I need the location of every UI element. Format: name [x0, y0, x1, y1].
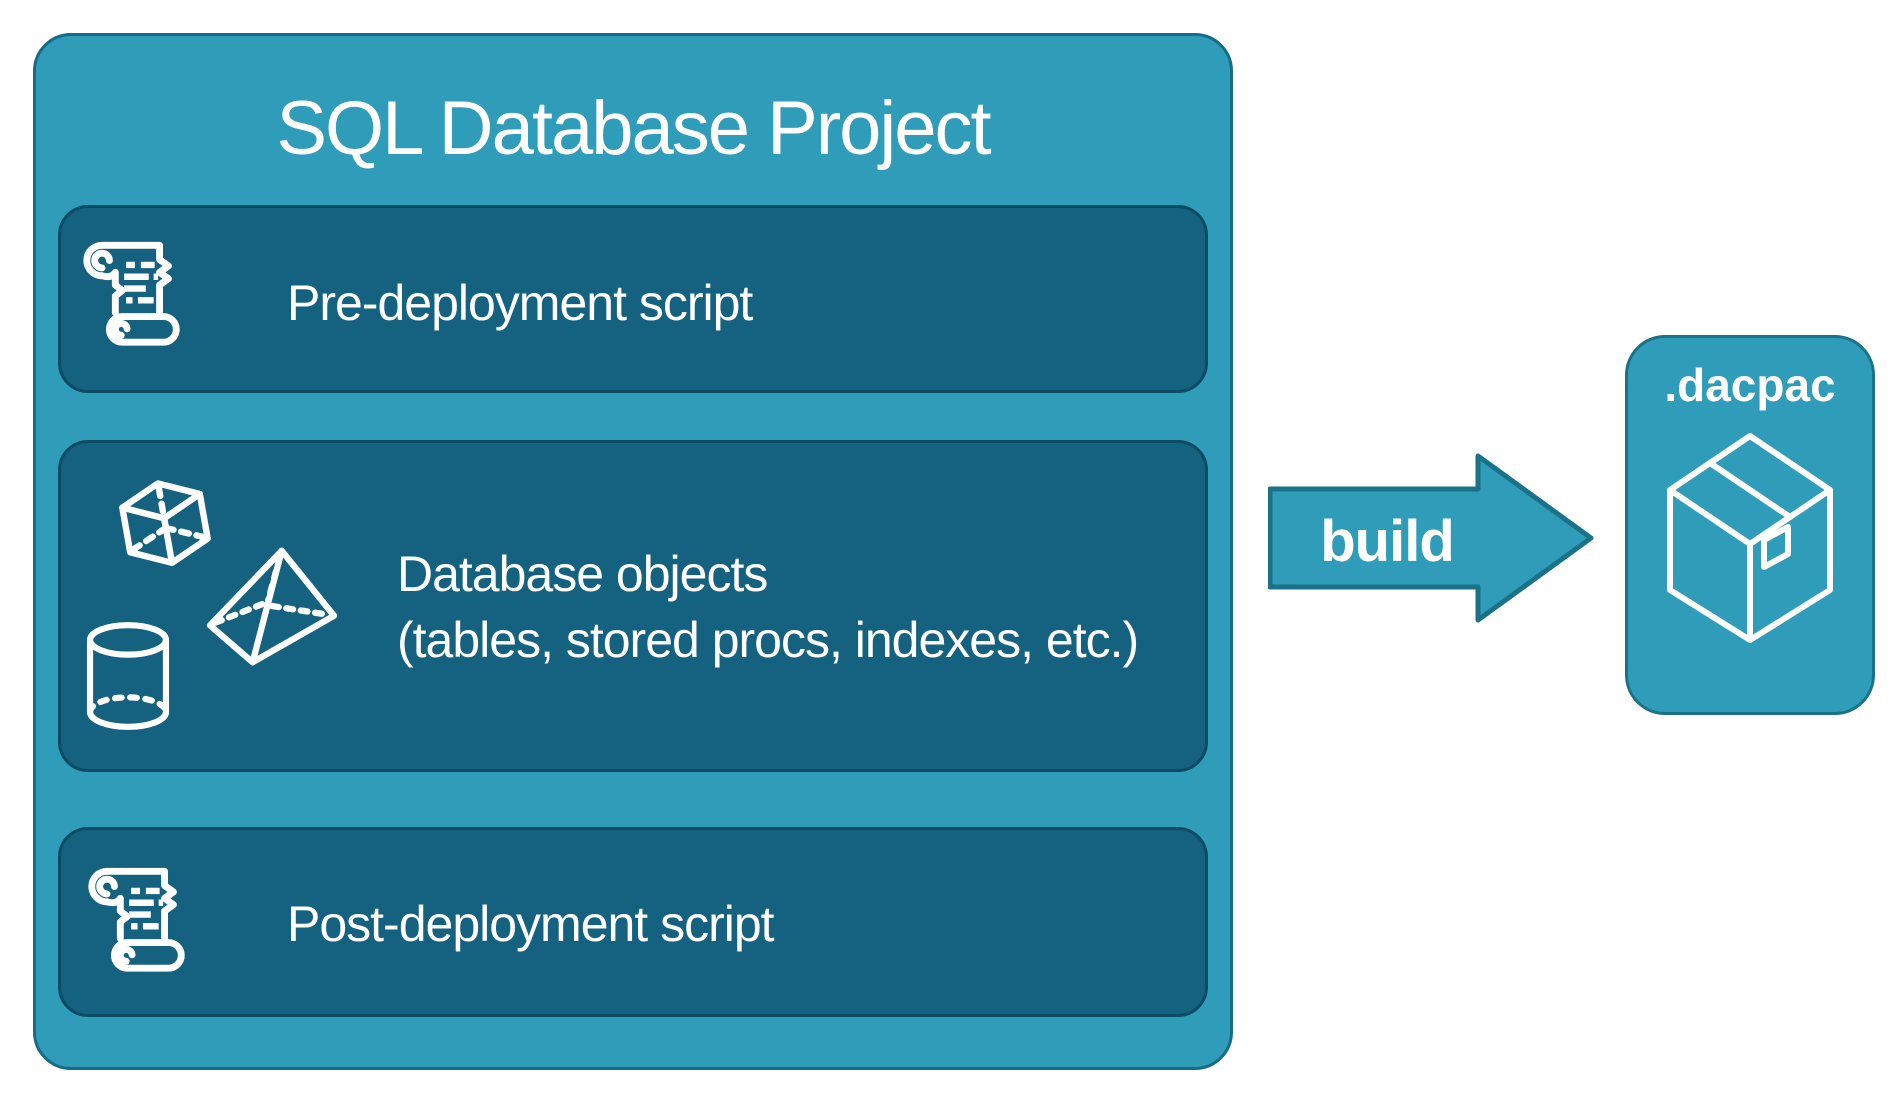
- database-objects-label: Database objects (tables, stored procs, …: [397, 541, 1139, 673]
- scroll-icon: [80, 856, 198, 978]
- cylinder-icon: [80, 620, 176, 732]
- post-deployment-panel: Post-deployment script: [58, 827, 1208, 1017]
- pyramid-icon: [202, 544, 342, 670]
- database-objects-label-line1: Database objects: [397, 546, 768, 602]
- project-title: SQL Database Project: [276, 86, 991, 171]
- build-arrow-label: build: [1320, 508, 1455, 574]
- sql-database-project-container: SQL Database Project Pre-deployment scri…: [33, 33, 1233, 1070]
- scroll-icon: [75, 228, 193, 354]
- package-icon: [1660, 432, 1840, 644]
- dacpac-artifact-box: .dacpac: [1625, 335, 1875, 715]
- database-objects-panel: Database objects (tables, stored procs, …: [58, 440, 1208, 772]
- pre-deployment-panel: Pre-deployment script: [58, 205, 1208, 393]
- database-objects-label-line2: (tables, stored procs, indexes, etc.): [397, 612, 1139, 668]
- build-arrow-icon: [1268, 453, 1594, 623]
- pre-deployment-label: Pre-deployment script: [287, 275, 753, 331]
- dacpac-label: .dacpac: [1664, 359, 1836, 411]
- post-deployment-label: Post-deployment script: [287, 896, 775, 952]
